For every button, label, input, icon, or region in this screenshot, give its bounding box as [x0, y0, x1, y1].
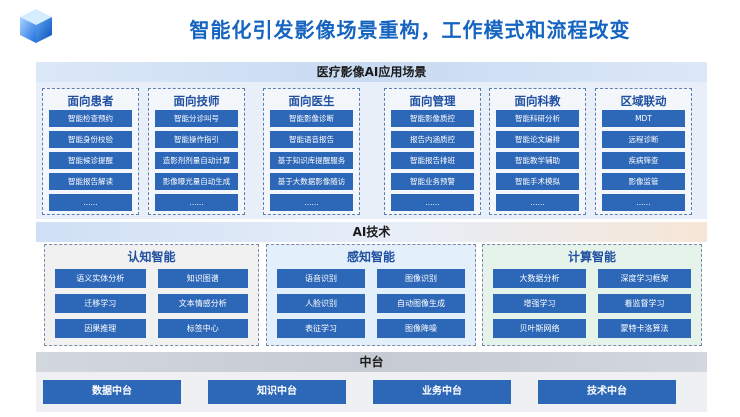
scenario-item: 影像曝光量自动生成: [155, 173, 238, 190]
audience-title: 面向技师: [173, 94, 220, 108]
scenario-item: 智能操作指引: [155, 131, 238, 148]
ai-tech-item: 文本情感分析: [157, 294, 248, 313]
scenario-item: 智能报告解读: [49, 173, 132, 190]
platform-data: 数据中台: [43, 380, 181, 404]
audience-title: 区域联动: [620, 94, 667, 108]
scenario-item: 造影剂剂量自动计算: [155, 152, 238, 169]
platform-section-header: 中台: [36, 352, 707, 372]
scenario-item: 影像监管: [602, 173, 685, 190]
scenario-item: 智能候诊提醒: [49, 152, 132, 169]
ai-tech-item: 表征学习: [277, 319, 365, 338]
scenario-item: 基于大数据影像随访: [270, 173, 353, 190]
scenario-item: 智能教学辅助: [496, 152, 579, 169]
scenario-item: ......: [270, 194, 353, 211]
scenario-item: 智能业务预警: [391, 173, 474, 190]
ai-section-header: AI技术: [36, 222, 707, 242]
scenario-item: ......: [496, 194, 579, 211]
scenario-item: 智能检查预约: [49, 110, 132, 127]
ai-group-title: 计算智能: [567, 250, 616, 264]
ai-tech-item: 语义实体分析: [55, 269, 146, 288]
ai-group-title: 认知智能: [127, 250, 176, 264]
page-title: 智能化引发影像场景重构，工作模式和流程改变: [189, 18, 631, 42]
audience-title: 面向医生: [288, 94, 335, 108]
ai-tech-item: 贝叶斯网络: [493, 319, 586, 338]
ai-tech-item: 自动图像生成: [377, 294, 465, 313]
ai-group-perceptual: 感知智能 语音识别 图像识别 人脸识别 自动图像生成 表征学习 图像降噪: [266, 244, 476, 346]
audience-title: 面向患者: [67, 94, 114, 108]
apps-section-header: 医疗影像AI应用场景: [36, 62, 707, 82]
ai-group-title: 感知智能: [346, 250, 395, 264]
ai-tech-item: 因果推理: [55, 319, 146, 338]
ai-tech-item: 迁移学习: [55, 294, 146, 313]
ai-tech-item: 图像降噪: [377, 319, 465, 338]
audience-research-education: 面向科教 智能科研分析 智能论文编排 智能教学辅助 智能手术模拟 ......: [489, 88, 586, 215]
ai-tech-item: 着监督学习: [598, 294, 691, 313]
platform-knowledge: 知识中台: [208, 380, 346, 404]
scenario-item: 智能身份校验: [49, 131, 132, 148]
audience-doctors: 面向医生 智能影像诊断 智能语音报告 基于知识库提醒服务 基于大数据影像随访 .…: [263, 88, 360, 215]
scenario-item: 智能科研分析: [496, 110, 579, 127]
blue-cube-icon: [20, 9, 52, 43]
scenario-item: 智能报告排班: [391, 152, 474, 169]
audience-management: 面向管理 智能影像质控 报告内涵质控 智能报告排班 智能业务预警 ......: [384, 88, 481, 215]
scenario-item: 报告内涵质控: [391, 131, 474, 148]
audience-technicians: 面向技师 智能分诊叫号 智能操作指引 造影剂剂量自动计算 影像曝光量自动生成 .…: [148, 88, 245, 215]
scenario-item: MDT: [602, 110, 685, 127]
scenario-item: ......: [49, 194, 132, 211]
ai-group-computational: 计算智能 大数据分析 深度学习框架 增强学习 着监督学习 贝叶斯网络 蒙特卡洛算…: [482, 244, 702, 346]
scenario-item: 智能影像质控: [391, 110, 474, 127]
scenario-item: 智能影像诊断: [270, 110, 353, 127]
audience-regional-linkage: 区域联动 MDT 远程诊断 疾病筛查 影像监管 ......: [595, 88, 692, 215]
ai-tech-item: 图像识别: [377, 269, 465, 288]
scenario-item: 智能手术模拟: [496, 173, 579, 190]
ai-tech-item: 知识图谱: [157, 269, 248, 288]
scenario-item: 智能语音报告: [270, 131, 353, 148]
ai-tech-item: 深度学习框架: [598, 269, 691, 288]
audience-title: 面向管理: [409, 94, 456, 108]
ai-tech-item: 标签中心: [157, 319, 248, 338]
scenario-item: ......: [602, 194, 685, 211]
ai-tech-item: 语音识别: [277, 269, 365, 288]
audience-patients: 面向患者 智能检查预约 智能身份校验 智能候诊提醒 智能报告解读 ......: [42, 88, 139, 215]
ai-tech-item: 增强学习: [493, 294, 586, 313]
ai-group-cognitive: 认知智能 语义实体分析 知识图谱 迁移学习 文本情感分析 因果推理 标签中心: [44, 244, 259, 346]
ai-tech-item: 蒙特卡洛算法: [598, 319, 691, 338]
ai-tech-item: 人脸识别: [277, 294, 365, 313]
scenario-item: 智能论文编排: [496, 131, 579, 148]
scenario-item: 基于知识库提醒服务: [270, 152, 353, 169]
platform-technology: 技术中台: [538, 380, 676, 404]
platform-business: 业务中台: [373, 380, 511, 404]
scenario-item: 远程诊断: [602, 131, 685, 148]
scenario-item: 智能分诊叫号: [155, 110, 238, 127]
scenario-item: ......: [391, 194, 474, 211]
audience-title: 面向科教: [514, 94, 561, 108]
scenario-item: 疾病筛查: [602, 152, 685, 169]
scenario-item: ......: [155, 194, 238, 211]
ai-tech-item: 大数据分析: [493, 269, 586, 288]
